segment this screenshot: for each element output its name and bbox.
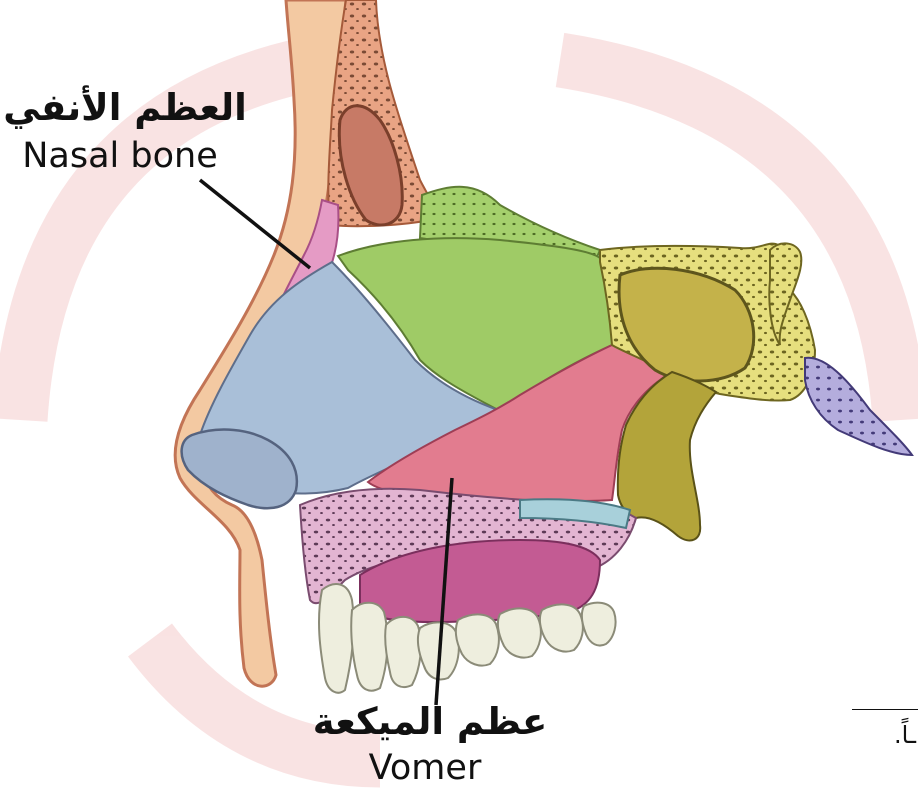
vomer-label-arabic: عظم الميكعة bbox=[305, 700, 555, 743]
footnote-rule bbox=[852, 709, 918, 710]
footnote-text: ـاً. bbox=[894, 721, 916, 749]
vomer-label-english: Vomer bbox=[325, 748, 525, 788]
nasal-bone-label-arabic: العظم الأنفي bbox=[0, 86, 250, 129]
nasal-bone-label-english: Nasal bone bbox=[0, 136, 240, 176]
